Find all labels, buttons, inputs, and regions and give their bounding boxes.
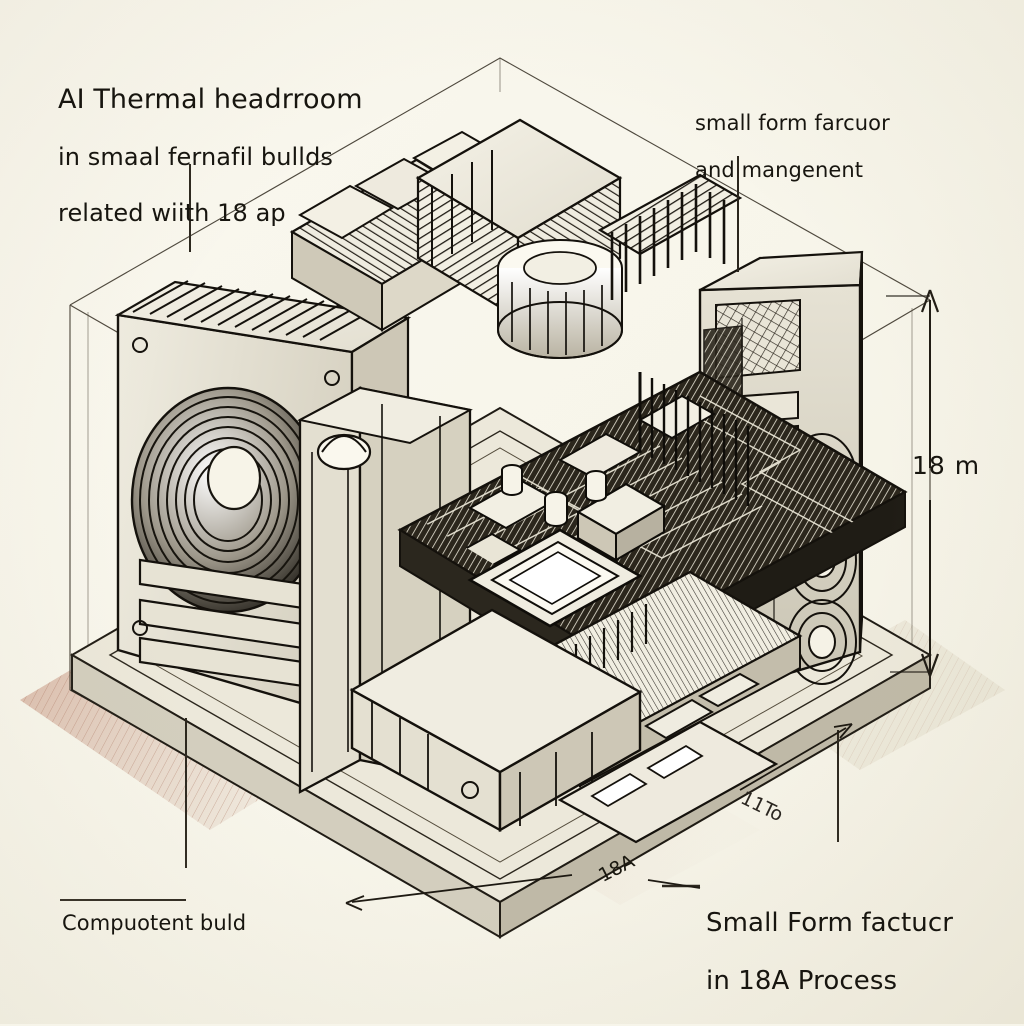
- cpu-icon: [467, 528, 643, 628]
- annotation-title-line1: AI Thermal headrroom: [58, 84, 363, 116]
- annotation-top-right-line2: and mangenent: [695, 157, 864, 182]
- leader-lines: [60, 72, 870, 901]
- annotation-title: AI Thermal headrroom in smaal fernafil b…: [58, 56, 363, 256]
- annotation-top-right: small form farcuor and mangenent: [695, 88, 890, 206]
- rear-fin-comb: [597, 173, 743, 300]
- dimension-height-label: 18 m: [912, 451, 981, 480]
- left-radiator-panel: [114, 280, 412, 720]
- annotation-bottom-right: Small Form factucr in 18A Process: [706, 880, 953, 1026]
- annotation-bottom-right-line1: Small Form factucr: [706, 908, 954, 939]
- annotation-title-line3: related wiith 18 ap: [58, 199, 286, 228]
- annotation-title-line2: in smaal fernafil bullds: [58, 143, 334, 172]
- annotation-bottom-left: Compuotent buld: [62, 911, 247, 935]
- annotation-top-right-line1: small form farcuor: [695, 110, 890, 135]
- drive-bay: [349, 608, 643, 833]
- ram-icon: [638, 372, 750, 506]
- dimension-height: [886, 289, 940, 677]
- annotation-bottom-right-line2: in 18A Process: [706, 966, 898, 997]
- fan-icon: [130, 386, 326, 614]
- motherboard: [397, 370, 908, 692]
- front-io-strip: [557, 720, 779, 844]
- dimension-base: [345, 723, 853, 911]
- radial-heatsink: [497, 239, 623, 359]
